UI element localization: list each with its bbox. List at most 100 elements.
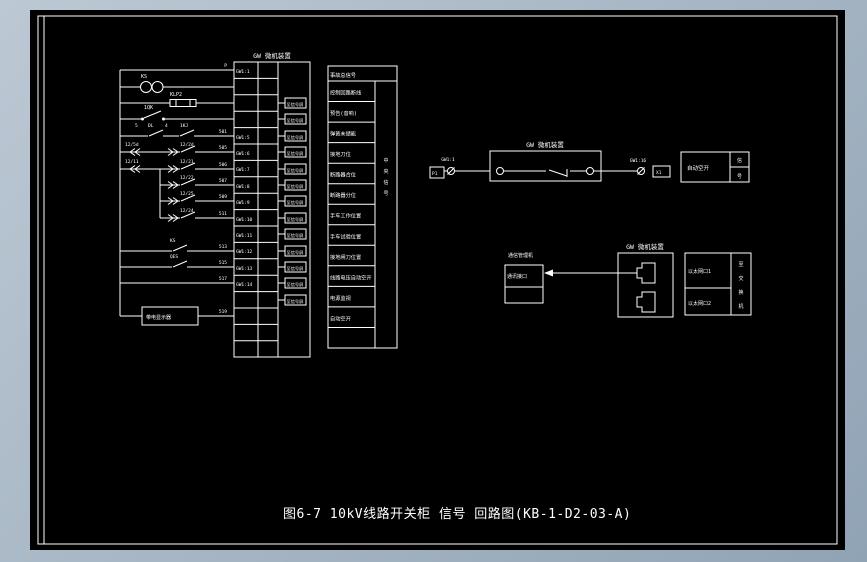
contact-label: QES [170,254,178,260]
stub: 至信号屏 [278,261,307,273]
switch-pivot [162,117,165,121]
schematic-row: 12/25 509 [160,191,234,205]
table-cell: 控制回路断线 [330,89,361,97]
wire-number: 507 [219,178,227,184]
side-char: 中 [383,157,388,164]
stub-label: 至信号屏 [287,101,304,108]
port-label: 以太网口1 [688,268,711,275]
terminal-label: GW1:13 [236,266,253,272]
terminal-label: GW1:12 [236,249,253,255]
terminal-ref: GW1:1 [441,157,455,163]
stub-label: 至信号屏 [287,183,304,190]
wire-number: 517 [219,276,227,282]
device-label: KS [141,74,147,80]
table-cell: 接地闸刀位置 [330,253,361,261]
terminal-label: GW1:6 [236,151,250,157]
contact [172,260,188,268]
signal-schematic: P KS KLP2 [119,63,234,326]
terminal-label: GW1:8 [236,184,250,190]
contact-label: 12/24 [180,208,194,214]
table-header: 事故总信号 [330,71,356,79]
plug-chevrons-right [167,165,179,173]
schematic-row: DL 1KJ 501 [120,123,234,137]
stub: 至信号屏 [278,277,307,289]
stub: 至信号屏 [278,97,307,109]
drawing-caption: 图6-7 10kV线路开关柜 信号 回路图(KB-1-D2-03-A) [283,506,631,522]
table-cell: 手车工作位置 [330,212,361,220]
terminal-strip: GW 微机装置 GW1:1 GW1:5 GW1:6 GW1:7 GW1:8 [233,51,311,358]
comm-box [504,264,544,304]
drawing-sheet: P KS KLP2 [30,10,845,550]
stub-label: 至信号屏 [287,150,304,157]
terminal-ref: GW1:16 [630,158,647,164]
pin-label: 5 [135,123,138,129]
relay-box [489,150,602,182]
left-box-label: P1 [432,171,438,177]
breaker-side-char: 信 [737,157,742,164]
drawing-svg: P KS KLP2 [37,15,838,545]
table-cell: 线路电压自动空开 [330,273,372,281]
switch-blade [548,169,568,177]
plug-chevrons-right [167,214,179,222]
contact-label: KS [170,238,176,244]
device-box [617,252,674,318]
pin-label: 4 [165,123,168,129]
plug-chevrons-right [167,197,179,205]
terminal-strip-header: GW 微机装置 [253,51,291,60]
terminal-label: GW1:7 [236,167,250,173]
schematic-row: P [120,63,234,71]
schematic-row: 1QK 5 4 [120,105,234,129]
contact [172,244,188,252]
stub-label: 至信号屏 [287,249,304,256]
side-char: 换 [738,289,743,296]
left-box [429,166,445,179]
stub-label: 至信号屏 [287,167,304,174]
table-cell: 自动空开 [330,314,351,322]
stub-label: 至信号屏 [287,117,304,124]
stub-label: 至信号屏 [287,216,304,223]
contact [179,129,195,137]
stub: 至信号屏 [278,163,307,175]
signal-table: 事故总信号 控制回路断线 预告(音响) 弹簧未储能 接地刀位 断路器合位 断路器… [327,65,398,349]
schematic-row: 517 [120,276,234,284]
wire-number: P [224,63,227,69]
contact [180,211,196,219]
frame-border [37,15,838,545]
relay-diagram: P1 GW1:1 GW 微机装置 GW1:16 X1 自动空开 信 [429,140,750,183]
plug-chevrons-left [129,165,141,173]
plug-chevrons-left [129,148,141,156]
side-char: 至 [738,262,743,268]
wire-number: 515 [219,260,227,266]
table-cell: 弹簧未储能 [330,130,356,138]
wire-number: 506 [219,162,227,168]
contact [148,129,164,137]
table-cell: 断路器合位 [330,171,356,179]
wire-number: 505 [219,145,227,151]
terminal-label: GW1:9 [236,200,250,206]
contact-label: 12/11 [125,159,139,165]
side-char: 号 [383,191,388,197]
terminal-slash [637,167,645,175]
rj45-port-icon [636,262,656,284]
network-diagram: 通信管理机 通讯接口 GW 微机装置 以太网口1 以太网口2 至 交 换 机 [504,242,752,318]
contact [180,178,196,186]
terminal-label: GW1:5 [236,135,250,141]
wire-number: 513 [219,244,227,250]
stub: 至信号屏 [278,146,307,158]
table-cell: 手车试验位置 [330,232,361,240]
breaker-label: 自动空开 [687,164,710,172]
stub-label: 至信号屏 [287,281,304,288]
stub: 至信号屏 [278,245,307,257]
switch-pivot [141,117,144,121]
terminal-label: GW1:10 [236,217,253,223]
schematic-row: KS 513 [120,238,234,252]
device-box-header: GW 微机装置 [626,242,664,251]
connector-box-label: X1 [656,170,662,176]
stub-label: 至信号屏 [287,232,304,239]
stub: 至信号屏 [278,212,307,224]
link-symbol [169,99,197,107]
stub: 至信号屏 [278,228,307,240]
table-cell: 接地刀位 [330,150,351,158]
stub: 至信号屏 [278,195,307,207]
